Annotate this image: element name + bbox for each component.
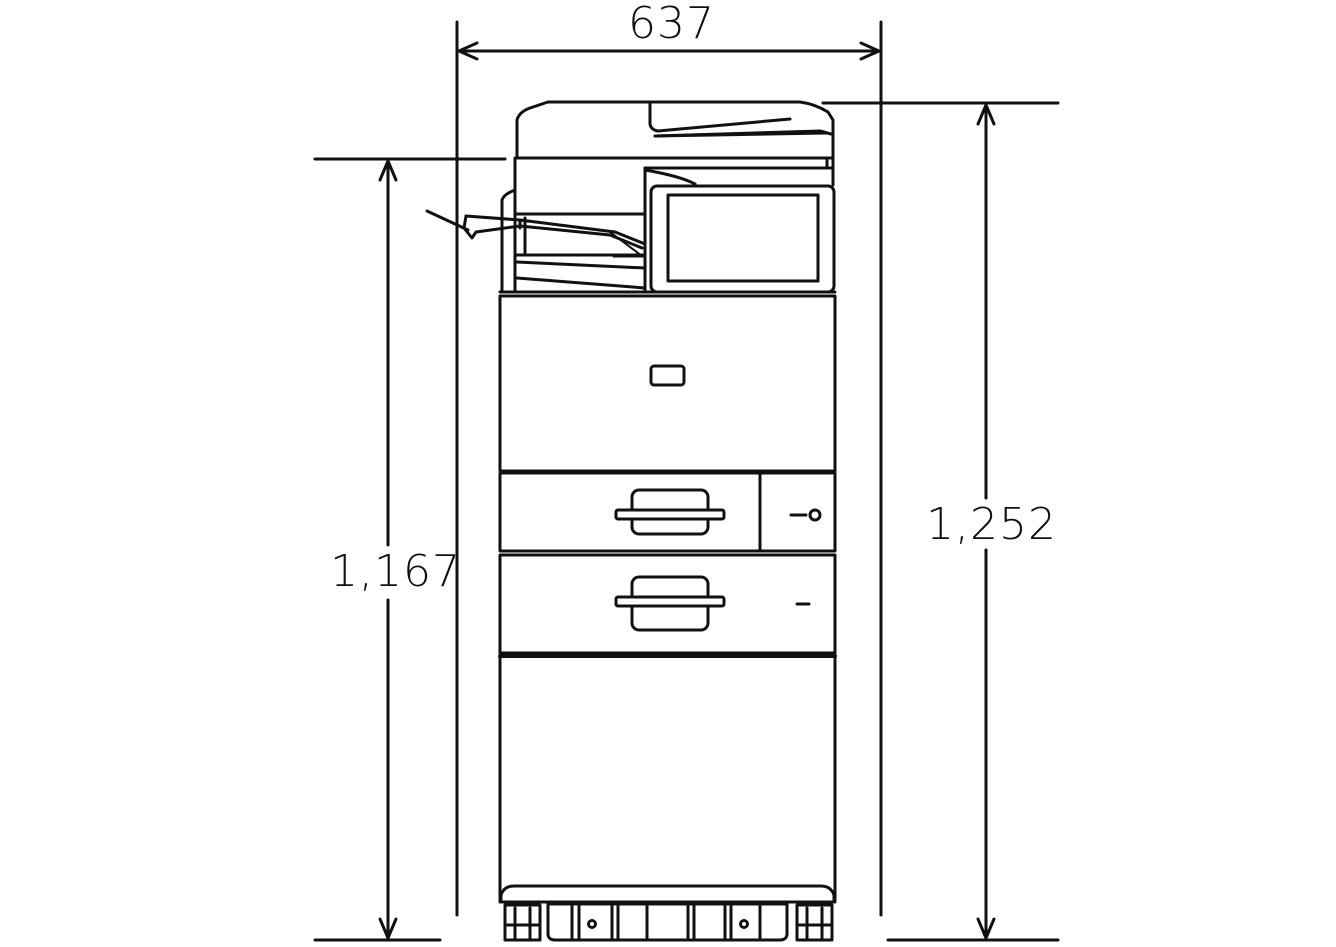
casters (505, 902, 832, 940)
width-dimension-label: 637 (628, 0, 715, 49)
left-height-dimension (315, 159, 505, 940)
paper-tray-2 (500, 555, 835, 653)
right-height-dimension (823, 103, 1058, 940)
height-without-adf-label: 1,167 (330, 546, 461, 597)
cabinet-stand (500, 656, 835, 902)
document-feeder (517, 102, 833, 168)
paper-tray-1 (500, 473, 835, 551)
cover-handle (651, 366, 684, 385)
output-tray (427, 211, 645, 256)
front-cover (500, 292, 835, 471)
control-panel-touchscreen (651, 186, 834, 292)
width-dimension (457, 22, 881, 915)
total-height-label: 1,252 (926, 499, 1057, 550)
